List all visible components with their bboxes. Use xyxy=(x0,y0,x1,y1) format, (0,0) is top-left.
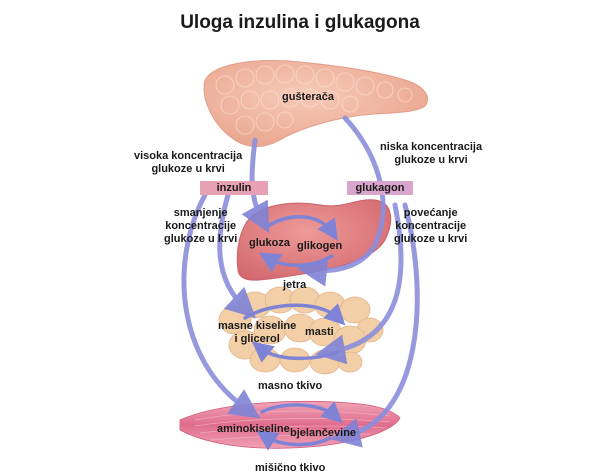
increase-glucose-line3: glukoze u krvi xyxy=(394,233,468,245)
fatty-acids-line1: masne kiseline xyxy=(218,320,297,332)
muscle-label: mišično tkivo xyxy=(255,462,326,474)
high-glucose-line2: glukoze u krvi xyxy=(151,163,225,175)
liver-label: jetra xyxy=(283,279,307,291)
diagram-title: Uloga inzulina i glukagona xyxy=(180,12,420,33)
decrease-glucose-line1: smanjenje xyxy=(173,207,228,219)
decrease-glucose-label: smanjenje koncentracije glukoze u krvi xyxy=(164,207,237,246)
increase-glucose-line1: povećanje xyxy=(403,207,458,219)
decrease-glucose-line2: koncentracije xyxy=(165,220,237,232)
fatty-acids-line2: i glicerol xyxy=(234,333,280,345)
amino-acids-label: aminokiseline xyxy=(217,423,290,435)
adipose-label: masno tkivo xyxy=(258,380,323,392)
pathway-arrows xyxy=(181,115,420,448)
increase-glucose-label: povećanje koncentracije glukoze u krvi xyxy=(394,207,467,246)
pancreas-illustration xyxy=(203,60,429,147)
low-glucose-label: niska koncentracija glukoze u krvi xyxy=(380,141,482,167)
glucagon-label: glukagon xyxy=(347,181,413,195)
low-glucose-line1: niska koncentracija xyxy=(380,141,483,153)
fats-label: masti xyxy=(305,326,334,338)
fatty-acids-label: masne kiseline i glicerol xyxy=(218,320,296,346)
high-glucose-label: visoka koncentracija glukoze u krvi xyxy=(134,150,242,176)
increase-glucose-line2: koncentracije xyxy=(395,220,467,232)
cycle-arrows xyxy=(243,215,346,451)
glycogen-label: glikogen xyxy=(297,240,343,252)
pancreas-label: gušterača xyxy=(282,91,334,103)
decrease-glucose-line3: glukoze u krvi xyxy=(164,233,238,245)
high-glucose-line1: visoka koncentracija xyxy=(134,150,243,162)
low-glucose-line2: glukoze u krvi xyxy=(394,154,468,166)
glucose-label: glukoza xyxy=(249,237,290,249)
insulin-label: inzulin xyxy=(200,181,268,195)
proteins-label: bjelančevine xyxy=(290,427,357,439)
